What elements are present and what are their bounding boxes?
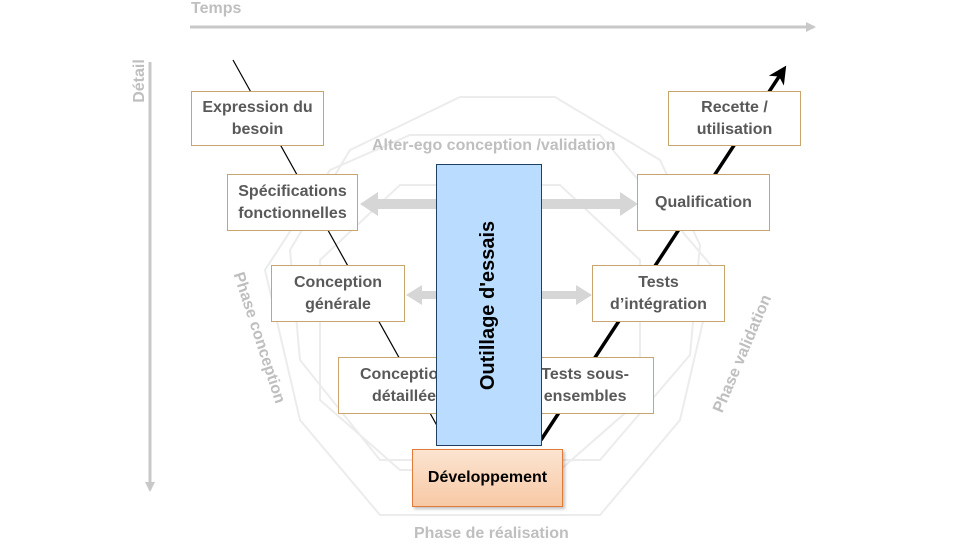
outillage-essais-box: Outillage d'essais bbox=[436, 164, 542, 446]
box-qualification: Qualification bbox=[637, 174, 770, 231]
box-tests-sous-ensembles: Tests sous-ensembles bbox=[520, 357, 654, 414]
box-line: besoin bbox=[231, 120, 284, 138]
box-line: ensembles bbox=[543, 387, 627, 405]
box-line: utilisation bbox=[696, 120, 773, 138]
box-line: Tests sous- bbox=[541, 365, 629, 383]
box-conception-generale: Conception générale bbox=[271, 265, 405, 322]
box-line: d’intégration bbox=[610, 295, 707, 313]
detail-axis-label: Détail bbox=[130, 59, 148, 103]
box-line: Conception bbox=[294, 273, 382, 291]
time-axis-label: Temps bbox=[191, 0, 242, 17]
developpement-box: Développement bbox=[412, 449, 563, 507]
box-line: Spécifications bbox=[238, 182, 347, 200]
developpement-label: Développement bbox=[427, 469, 548, 486]
box-recette-utilisation: Recette / utilisation bbox=[668, 91, 801, 146]
box-line: Recette / bbox=[701, 98, 768, 116]
box-line: Qualification bbox=[655, 193, 752, 211]
box-line: Expression du bbox=[202, 98, 313, 116]
center-label: Alter-ego conception /validation bbox=[372, 137, 616, 154]
box-line: fonctionnelles bbox=[238, 204, 347, 222]
box-line: générale bbox=[305, 295, 371, 313]
box-specifications-fonctionnelles: Spécifications fonctionnelles bbox=[227, 174, 358, 231]
box-tests-integration: Tests d’intégration bbox=[592, 265, 725, 322]
box-line: Conception bbox=[360, 365, 448, 383]
outillage-essais-label: Outillage d'essais bbox=[477, 220, 500, 390]
box-line: Tests bbox=[638, 273, 679, 291]
box-line: détaillée bbox=[371, 387, 437, 405]
box-expression-besoin: Expression du besoin bbox=[191, 91, 324, 146]
phase-realisation-label: Phase de réalisation bbox=[414, 525, 569, 542]
